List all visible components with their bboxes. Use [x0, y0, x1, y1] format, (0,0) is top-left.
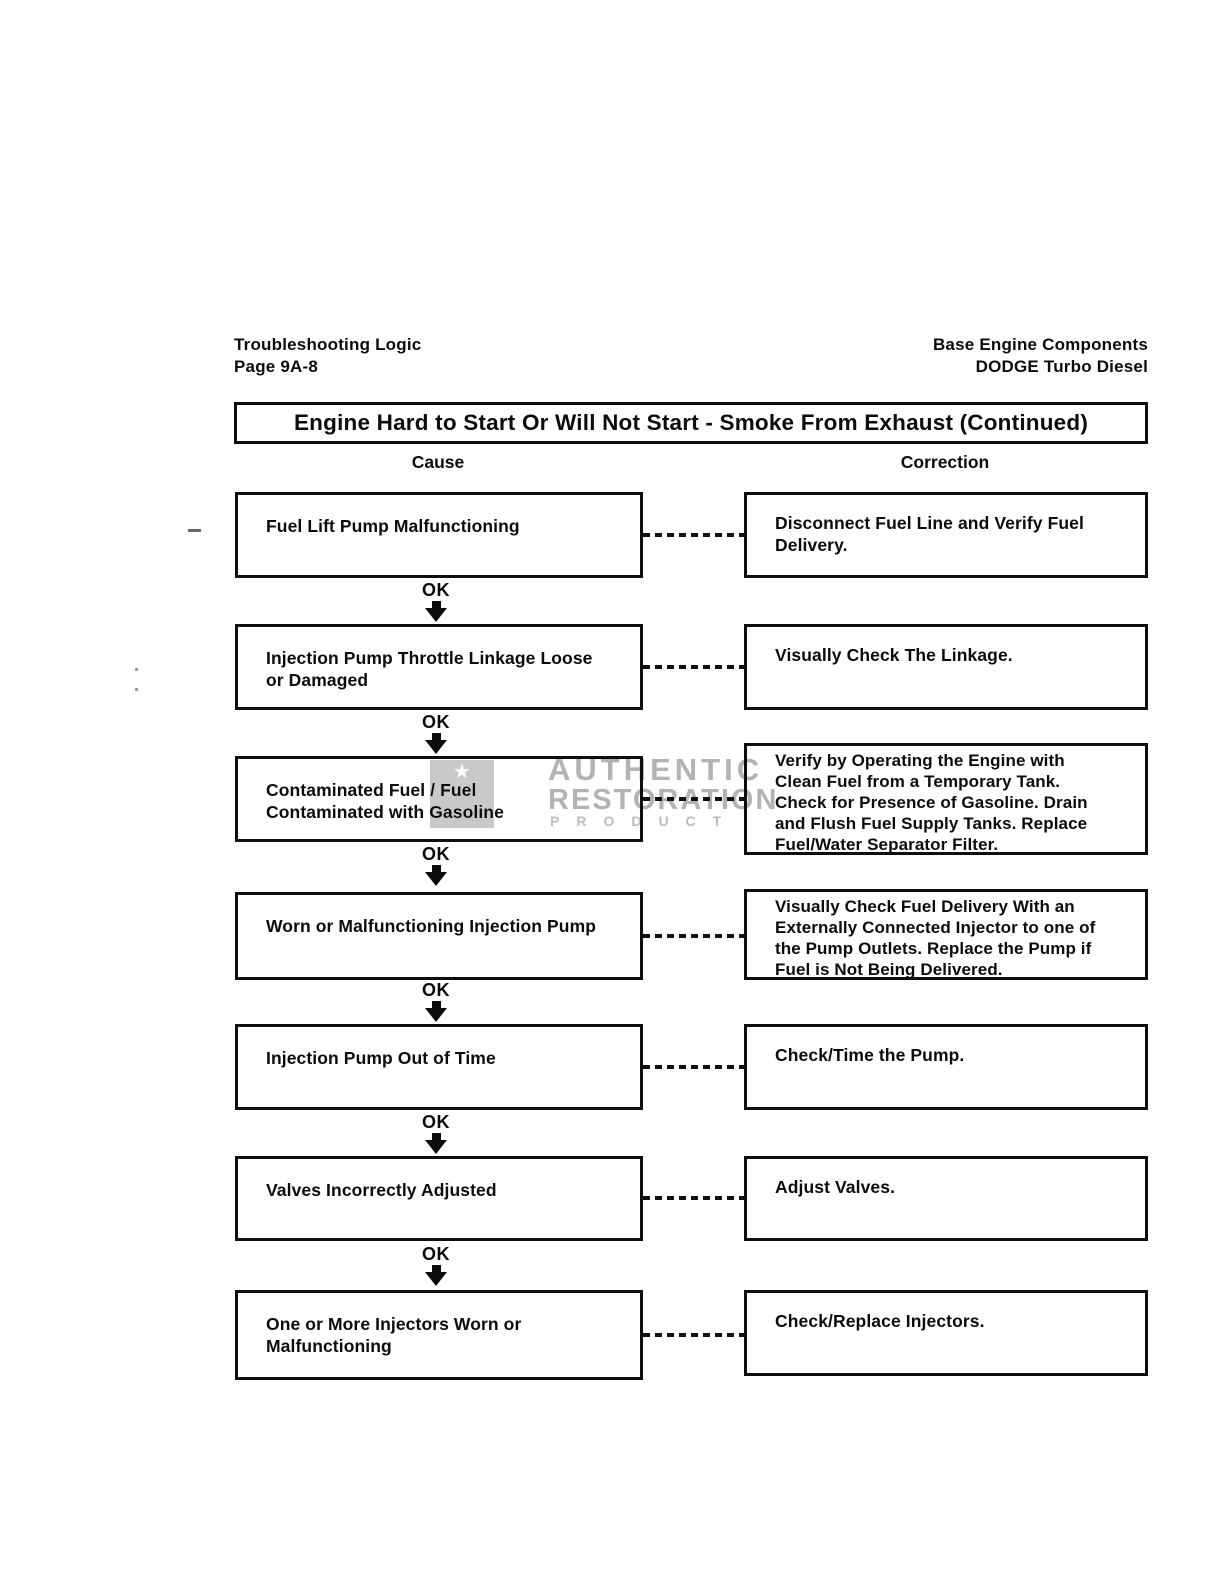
header-left-line1: Troubleshooting Logic — [234, 335, 422, 354]
connector-dashed-line — [643, 797, 746, 801]
correction-text: Visually Check The Linkage. — [775, 645, 1013, 665]
header-right-line2: DODGE Turbo Diesel — [975, 357, 1148, 376]
connector-dashed-line — [643, 1065, 746, 1069]
down-arrow-icon — [376, 865, 496, 886]
correction-text: Verify by Operating the Engine with Clea… — [775, 751, 1088, 854]
correction-text: Visually Check Fuel Delivery With an Ext… — [775, 897, 1096, 979]
down-arrow-icon — [376, 1265, 496, 1286]
pentastar-logo: ★ — [430, 760, 494, 828]
ok-arrow: OK — [376, 1113, 496, 1154]
connector-dashed-line — [643, 1196, 746, 1200]
correction-text: Disconnect Fuel Line and Verify Fuel Del… — [775, 513, 1084, 555]
page-title: Engine Hard to Start Or Will Not Start -… — [293, 410, 1089, 435]
cause-box: Injection Pump Out of Time — [235, 1024, 643, 1110]
header-right: Base Engine Components DODGE Turbo Diese… — [933, 334, 1148, 378]
ok-arrow: OK — [376, 1245, 496, 1286]
down-arrow-icon — [376, 733, 496, 754]
correction-text: Check/Replace Injectors. — [775, 1311, 985, 1331]
cause-text: Worn or Malfunctioning Injection Pump — [266, 916, 597, 936]
cause-text: One or More Injectors Worn or Malfunctio… — [266, 1314, 522, 1356]
ok-arrow: OK — [376, 581, 496, 622]
cause-text: Fuel Lift Pump Malfunctioning — [266, 516, 520, 536]
cause-box: Valves Incorrectly Adjusted — [235, 1156, 643, 1241]
ok-arrow: OK — [376, 845, 496, 886]
down-arrow-icon — [376, 601, 496, 622]
ok-label: OK — [422, 980, 450, 1000]
cause-box: Fuel Lift Pump Malfunctioning — [235, 492, 643, 578]
cause-box: Injection Pump Throttle Linkage Loose or… — [235, 624, 643, 710]
connector-dashed-line — [643, 665, 746, 669]
correction-text: Adjust Valves. — [775, 1177, 896, 1197]
ok-label: OK — [422, 580, 450, 600]
watermark-line1: AUTHENTIC — [548, 752, 764, 787]
column-header-cause: Cause — [411, 452, 465, 472]
ok-arrow: OK — [376, 713, 496, 754]
pentastar-icon: ★ — [453, 761, 471, 783]
column-header-correction: Correction — [900, 452, 990, 472]
scan-artifact — [135, 668, 138, 671]
correction-box: Check/Time the Pump. — [744, 1024, 1148, 1110]
correction-box: Disconnect Fuel Line and Verify Fuel Del… — [744, 492, 1148, 578]
correction-box: Verify by Operating the Engine with Clea… — [744, 743, 1148, 855]
connector-dashed-line — [643, 1333, 746, 1337]
page-title-box: Engine Hard to Start Or Will Not Start -… — [234, 402, 1148, 444]
cause-text: Injection Pump Throttle Linkage Loose or… — [266, 648, 593, 690]
connector-dashed-line — [643, 934, 746, 938]
connector-dashed-line — [643, 533, 746, 537]
correction-box: Check/Replace Injectors. — [744, 1290, 1148, 1376]
ok-label: OK — [422, 844, 450, 864]
header-left: Troubleshooting Logic Page 9A-8 — [234, 334, 421, 378]
down-arrow-icon — [376, 1001, 496, 1022]
cause-text: Injection Pump Out of Time — [266, 1048, 496, 1068]
correction-text: Check/Time the Pump. — [775, 1045, 965, 1065]
scan-artifact — [135, 688, 138, 691]
correction-box: Adjust Valves. — [744, 1156, 1148, 1241]
header-right-line1: Base Engine Components — [932, 335, 1148, 354]
correction-box: Visually Check Fuel Delivery With an Ext… — [744, 889, 1148, 980]
down-arrow-icon — [376, 1133, 496, 1154]
ok-arrow: OK — [376, 981, 496, 1022]
ok-label: OK — [422, 1112, 450, 1132]
watermark-line3: PRODUCT — [550, 813, 739, 829]
cause-box: Worn or Malfunctioning Injection Pump — [235, 892, 643, 980]
ok-label: OK — [422, 712, 450, 732]
ok-label: OK — [422, 1244, 450, 1264]
cause-box: One or More Injectors Worn or Malfunctio… — [235, 1290, 643, 1380]
correction-box: Visually Check The Linkage. — [744, 624, 1148, 710]
header-left-line2: Page 9A-8 — [234, 357, 319, 376]
cause-text: Valves Incorrectly Adjusted — [266, 1180, 497, 1200]
scan-artifact — [188, 529, 201, 532]
